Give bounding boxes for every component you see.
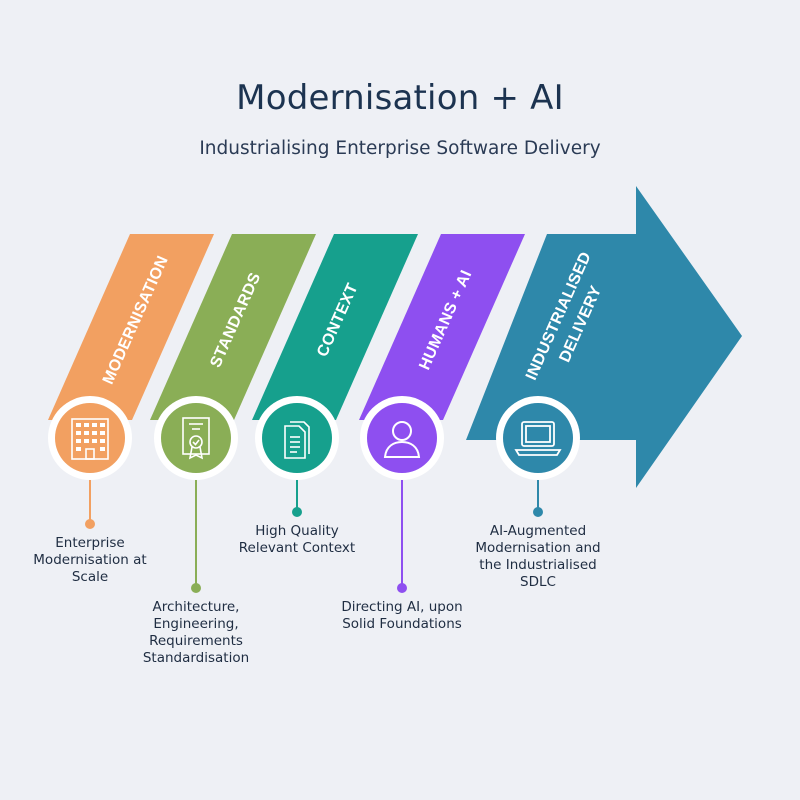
description-context: High Quality Relevant Context (238, 523, 356, 556)
description-humans-ai: Directing AI, upon Solid Foundations (341, 599, 463, 632)
connector-dot-context (292, 507, 302, 517)
description-standards: Architecture, Engineering, Requirements … (142, 599, 250, 666)
connector-dot-standards (191, 583, 201, 593)
description-modernisation: Enterprise Modernisation at Scale (33, 535, 147, 585)
node-standards (154, 396, 238, 480)
band-modernisation (48, 234, 214, 420)
node-modernisation (48, 396, 132, 480)
connector-dot-humans-ai (397, 583, 407, 593)
page-subtitle: Industrialising Enterprise Software Deli… (199, 138, 601, 159)
band-standards (150, 234, 316, 420)
node-humans-ai (360, 396, 444, 480)
band-humans-ai (359, 234, 525, 420)
laptop-icon (514, 421, 562, 456)
band-context (252, 234, 418, 420)
documents-icon (284, 421, 310, 459)
node-delivery (496, 396, 580, 480)
node-context (255, 396, 339, 480)
page-title: Modernisation + AI (236, 78, 564, 118)
user-icon (383, 421, 421, 458)
certificate-icon (182, 417, 210, 460)
connector-dot-delivery (533, 507, 543, 517)
description-delivery: AI-Augmented Modernisation and the Indus… (475, 523, 601, 590)
connector-dot-modernisation (85, 519, 95, 529)
building-icon (71, 418, 109, 460)
